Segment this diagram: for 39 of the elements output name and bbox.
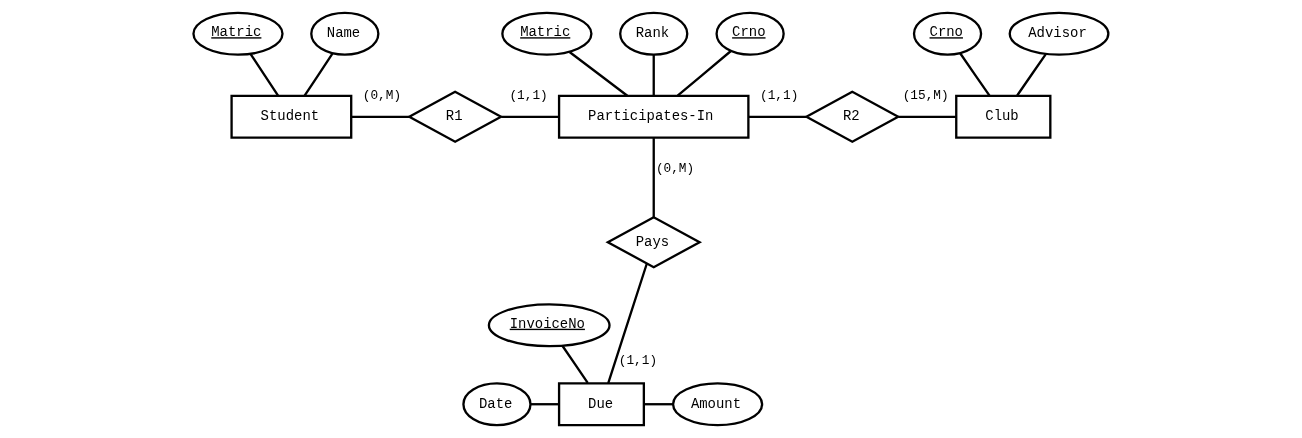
node-ellipse: Date <box>462 382 532 427</box>
connector <box>898 115 957 118</box>
connector <box>644 403 673 406</box>
node-ellipse: Name <box>310 11 380 56</box>
node-diamond: R1 <box>406 90 504 144</box>
edge-label: (1,1) <box>618 352 658 368</box>
connector <box>652 54 655 96</box>
node-box: Due <box>557 382 645 427</box>
node-ellipse: Amount <box>671 382 764 427</box>
connector <box>568 51 629 97</box>
node-box: Participates-In <box>557 94 750 139</box>
node-ellipse: Advisor <box>1008 11 1110 56</box>
connector <box>249 53 280 97</box>
node-ellipse: Rank <box>619 11 689 56</box>
node-diamond: R2 <box>804 90 901 144</box>
connector <box>676 50 732 97</box>
connector <box>959 52 991 97</box>
connector <box>530 403 559 406</box>
edge-label: (0,M) <box>655 160 695 176</box>
node-ellipse: InvoiceNo <box>487 303 611 348</box>
node-ellipse: Crno <box>715 11 785 56</box>
edge-label: (15,M) <box>902 87 949 103</box>
node-box: Student <box>230 94 353 139</box>
edge-label: (0,M) <box>362 87 402 103</box>
connector <box>607 263 648 384</box>
connector <box>748 115 807 118</box>
node-ellipse: Matric <box>192 11 284 56</box>
node-diamond: Pays <box>605 215 703 269</box>
connector <box>652 138 655 217</box>
connector <box>351 115 409 118</box>
connector <box>303 53 334 97</box>
edge-label: (1,1) <box>760 87 799 103</box>
connector <box>561 345 589 384</box>
node-ellipse: Matric <box>501 11 593 56</box>
edge-label: (1,1) <box>509 87 548 103</box>
node-box: Club <box>955 94 1052 139</box>
connector <box>1016 53 1047 97</box>
node-ellipse: Crno <box>912 11 983 56</box>
connector <box>501 115 560 118</box>
